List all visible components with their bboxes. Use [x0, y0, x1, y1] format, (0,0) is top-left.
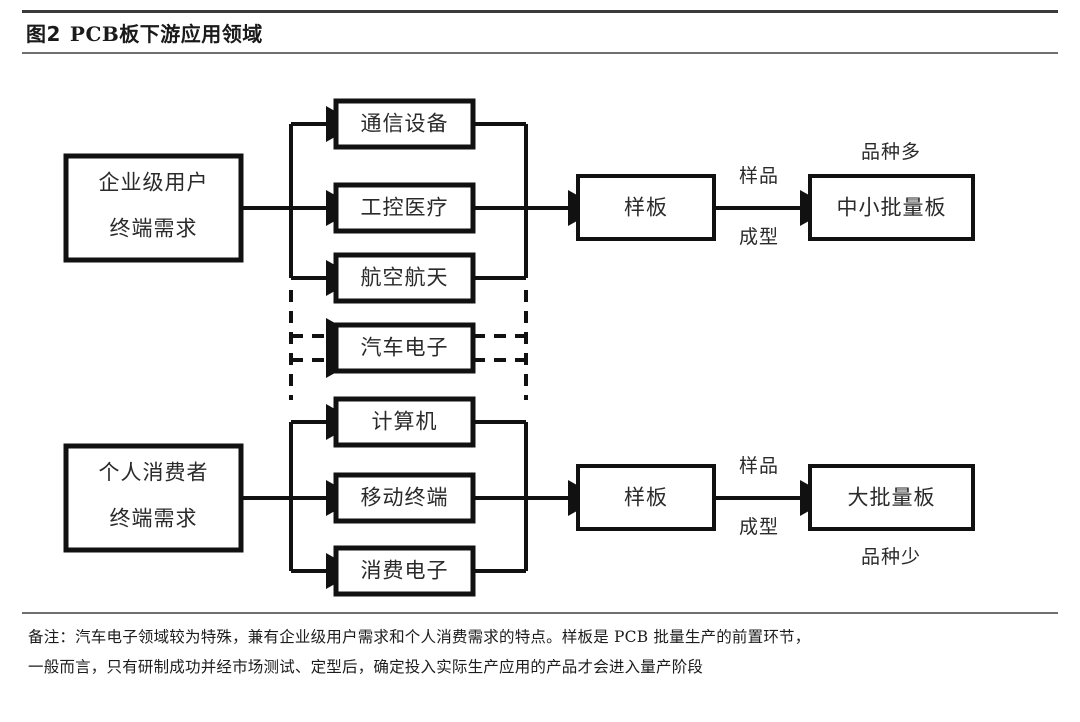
node-sample-board-bottom[interactable]: 样板 [576, 464, 716, 531]
app-automotive-label: 汽车电子 [361, 336, 449, 360]
edge-label-top: 样品 成型 [739, 165, 779, 248]
node-sample-board-top[interactable]: 样板 [576, 174, 716, 241]
app-consumer-electronics-label: 消费电子 [361, 559, 449, 583]
node-app-computer[interactable]: 计算机 [333, 396, 476, 448]
note-line-1: 备注：汽车电子领域较为特殊，兼有企业级用户需求和个人消费需求的特点。样板是 PC… [28, 628, 811, 646]
connector-layer [241, 106, 832, 589]
app-mobile-label: 移动终端 [361, 486, 449, 510]
flow-diagram: 企业级用户 终端需求 个人消费者 终端需求 通信设备 工控医疗 航空航天 汽车电… [0, 58, 1080, 614]
app-aerospace-label: 航空航天 [361, 266, 449, 290]
node-app-aerospace[interactable]: 航空航天 [333, 252, 476, 304]
caption-mass-batch: 品种少 [861, 546, 921, 568]
figure-title: 图2 PCB板下游应用领域 [26, 15, 1026, 49]
source-consumer-line1: 个人消费者 [99, 461, 209, 485]
source-enterprise-line2: 终端需求 [110, 217, 198, 241]
note-line-2: 一般而言，只有研制成功并经市场测试、定型后，确定投入实际生产应用的产品才会进入量… [28, 658, 704, 676]
edge-label-top-line2: 成型 [739, 226, 779, 248]
source-consumer-line2: 终端需求 [110, 507, 198, 531]
app-computer-label: 计算机 [372, 410, 438, 434]
node-output-small-batch[interactable]: 中小批量板 [808, 174, 975, 241]
output-mass-batch-label: 大批量板 [848, 486, 936, 510]
source-enterprise-line1: 企业级用户 [99, 171, 209, 195]
figure-number: 图2 [26, 21, 61, 46]
app-comm-label: 通信设备 [361, 112, 449, 136]
title-rule [22, 52, 1058, 54]
output-small-batch-label: 中小批量板 [837, 196, 947, 220]
node-app-mobile[interactable]: 移动终端 [333, 472, 476, 524]
caption-small-batch: 品种多 [861, 141, 921, 163]
node-source-consumer[interactable]: 个人消费者 终端需求 [63, 443, 244, 553]
edge-label-bottom: 样品 成型 [739, 455, 779, 538]
sample-board-bottom-label: 样板 [624, 486, 668, 510]
figure-title-text: PCB板下游应用领域 [69, 21, 263, 46]
footer-rule [22, 612, 1058, 614]
figure-note: 备注：汽车电子领域较为特殊，兼有企业级用户需求和个人消费需求的特点。样板是 PC… [28, 622, 1056, 682]
edge-label-bottom-line1: 样品 [739, 455, 779, 477]
top-rule [22, 10, 1058, 13]
edge-label-top-line1: 样品 [739, 165, 779, 187]
node-output-mass-batch[interactable]: 大批量板 [808, 464, 975, 531]
edge-label-bottom-line2: 成型 [739, 516, 779, 538]
node-app-comm[interactable]: 通信设备 [333, 98, 476, 150]
node-app-automotive[interactable]: 汽车电子 [333, 322, 476, 374]
node-source-enterprise[interactable]: 企业级用户 终端需求 [63, 153, 244, 263]
sample-board-top-label: 样板 [624, 196, 668, 220]
app-industrial-label: 工控医疗 [361, 196, 449, 220]
node-app-consumer-electronics[interactable]: 消费电子 [333, 545, 476, 597]
node-app-industrial[interactable]: 工控医疗 [333, 182, 476, 234]
